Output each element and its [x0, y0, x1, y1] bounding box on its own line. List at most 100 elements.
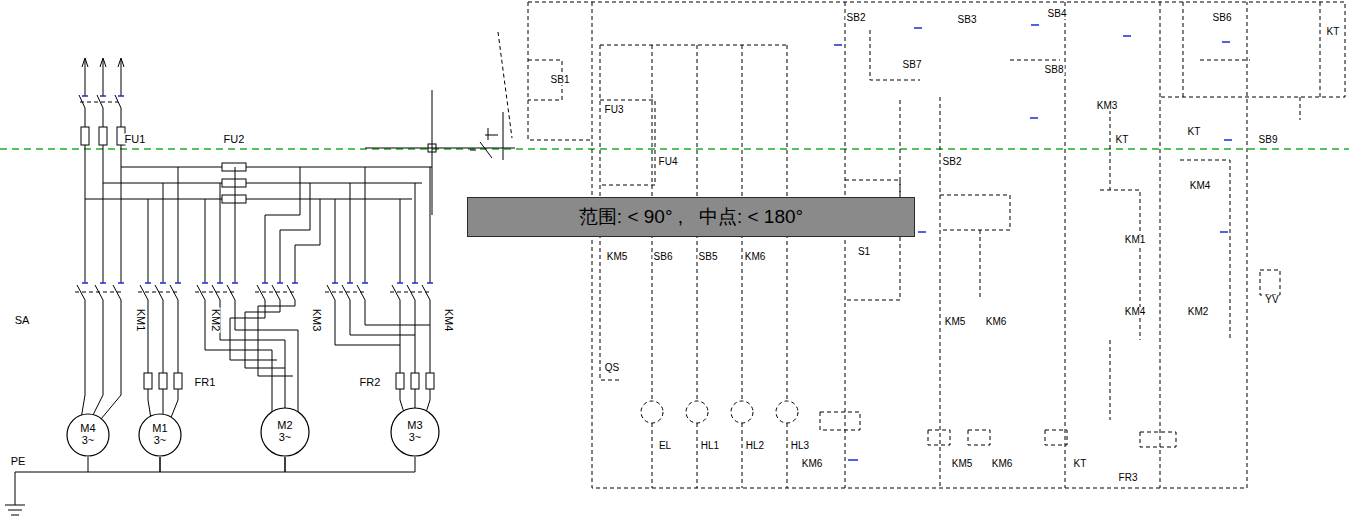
part-label: KT [1187, 127, 1202, 137]
fuse-symbol [81, 127, 89, 145]
fuse-symbol [222, 163, 246, 171]
control-wiring [528, 2, 1345, 488]
ground-wire [88, 457, 160, 472]
guide-line [0, 148, 1349, 149]
mechanical-link [75, 292, 432, 293]
part-label: SB3 [957, 15, 978, 25]
part-label: KM6 [801, 459, 824, 469]
wire [148, 167, 430, 283]
part-label: KT [1326, 27, 1341, 37]
motor-label: 3~ [82, 435, 95, 447]
part-label: SB5 [698, 252, 719, 262]
ground-wire [160, 457, 285, 472]
part-label: KM6 [985, 317, 1008, 327]
relay-symbol [396, 373, 404, 389]
wire [148, 300, 178, 425]
motor-label: 3~ [154, 435, 167, 447]
part-label: KM5 [606, 252, 629, 262]
motor-symbol: M33~ [390, 407, 440, 457]
coil-symbol [968, 430, 990, 445]
fuse-symbol [222, 179, 246, 187]
motor-label: 3~ [279, 432, 292, 444]
part-label: KT [1115, 135, 1130, 145]
part-label: FU2 [223, 134, 246, 145]
relay-symbol [411, 373, 419, 389]
part-label: SB4 [1047, 9, 1068, 19]
part-label: KM2 [1187, 307, 1210, 317]
wire [85, 145, 121, 283]
part-label: KT [1073, 459, 1088, 469]
node-body: M43~ [66, 413, 110, 457]
part-label: FR2 [359, 377, 382, 388]
part-label: KM1 [1124, 235, 1147, 245]
tooltip-box: 范围: < 90° , 中点: < 180° [467, 197, 915, 237]
part-label: KM4 [1124, 307, 1147, 317]
motor-circle [391, 408, 439, 456]
part-label: HL3 [790, 441, 810, 451]
cursor-glyph [470, 112, 503, 160]
part-label: SB2 [942, 157, 963, 167]
motor-label: 3~ [409, 432, 422, 444]
part-label: QS [604, 363, 620, 373]
node-body: M23~ [260, 407, 310, 457]
part-label: SB6 [1212, 13, 1233, 23]
bus-wire [85, 167, 432, 199]
lamp-symbol [731, 401, 753, 423]
part-label: KM4 [1189, 181, 1212, 191]
coil-symbol [1045, 430, 1067, 445]
part-label: SA [14, 315, 31, 326]
motor-label: M3 [407, 420, 422, 432]
part-label: KM2 [210, 308, 221, 333]
motor-circle [67, 414, 109, 456]
contact-mark [82, 282, 433, 284]
motor-label: M1 [152, 423, 167, 435]
fuse-symbol [99, 127, 107, 145]
coil-symbol [1140, 432, 1176, 447]
motor-symbol: M43~ [66, 413, 110, 457]
part-label: KM4 [443, 308, 454, 333]
part-label: KM1 [135, 308, 146, 333]
part-label: FU1 [124, 134, 147, 145]
relay-symbol [159, 373, 167, 389]
motor-label: M4 [80, 423, 95, 435]
part-label: KM3 [1096, 101, 1119, 111]
node-body: M33~ [390, 407, 440, 457]
wire [335, 300, 430, 422]
motor-label: M2 [277, 420, 292, 432]
lamp-symbol [776, 401, 798, 423]
motor-circle [261, 408, 309, 456]
part-label: SB7 [902, 60, 923, 70]
part-label: KM3 [311, 308, 322, 333]
part-label: SB6 [653, 252, 674, 262]
part-label: PE [10, 456, 27, 467]
fuse-symbol [222, 195, 246, 203]
guide-line [498, 32, 512, 138]
breaker-symbol [79, 60, 121, 127]
part-label: S1 [857, 247, 871, 257]
coil-symbol [928, 430, 950, 445]
relay-symbol [144, 373, 152, 389]
part-label: FR3 [1118, 473, 1139, 483]
part-label: KM6 [991, 459, 1014, 469]
wire [205, 300, 298, 420]
part-label: SB9 [1258, 135, 1279, 145]
contact-symbol [77, 285, 430, 300]
ground-wire [285, 457, 415, 472]
part-label: SB1 [550, 75, 571, 85]
part-label: KM5 [951, 459, 974, 469]
part-label: FR1 [194, 377, 217, 388]
part-label: KM5 [944, 317, 967, 327]
lamp-symbol [641, 401, 663, 423]
relay-symbol [174, 373, 182, 389]
node-body: M13~ [138, 413, 182, 457]
part-label: FU3 [604, 105, 625, 115]
part-label: HL1 [700, 441, 720, 451]
part-label: HL2 [745, 441, 765, 451]
control-wiring [652, 45, 787, 488]
part-label: SB2 [846, 13, 867, 23]
